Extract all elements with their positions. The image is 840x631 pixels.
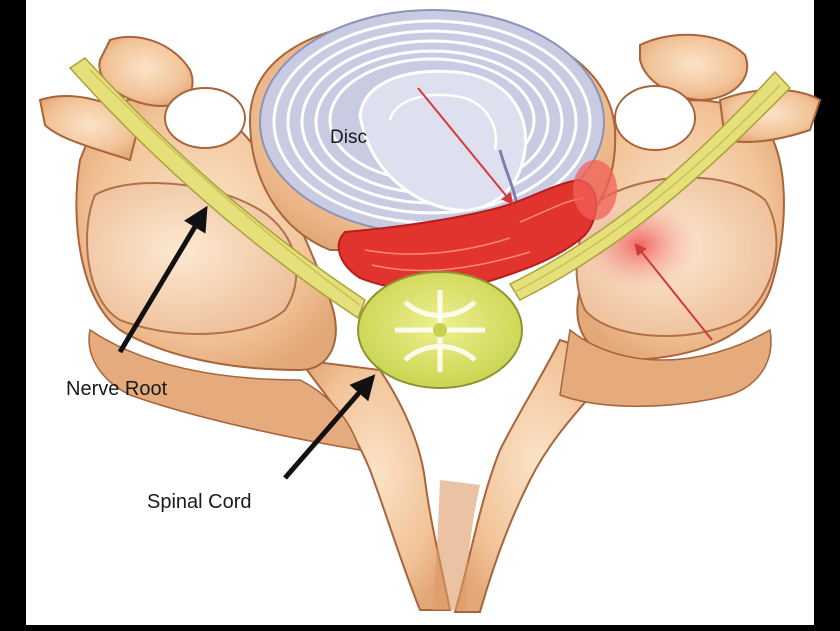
right-foramen: [615, 86, 695, 150]
foraminal-inflammation: [573, 160, 617, 220]
nerve-root-label: Nerve Root: [66, 378, 168, 400]
spinal-cord: [358, 272, 522, 388]
spinal-cord-label: Spinal Cord: [147, 491, 252, 513]
disc-label: Disc: [330, 127, 367, 148]
left-foramen: [165, 88, 245, 148]
